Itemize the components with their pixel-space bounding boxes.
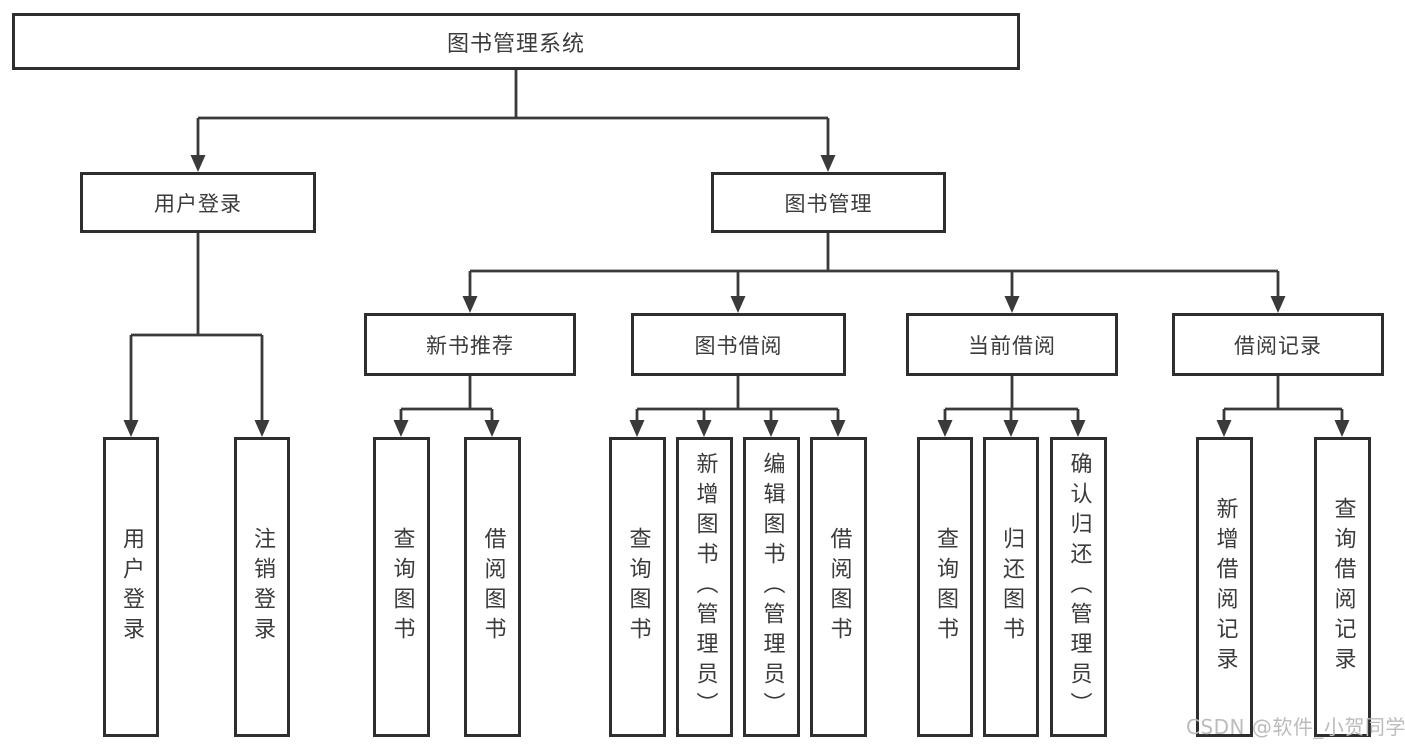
node-leaf-user-login: 用户登录 — [103, 437, 159, 737]
node-book-management: 图书管理 — [711, 172, 946, 233]
arrowhead — [1270, 296, 1286, 313]
connector-new-book-to-leaves — [393, 376, 500, 437]
node-leaf-query-borrow-record: 查询借阅记录 — [1314, 437, 1371, 737]
arrowhead — [696, 420, 712, 437]
node-leaf-edit-books-admin: 编辑图书（管理员） — [743, 437, 800, 737]
arrowhead — [123, 420, 139, 437]
connector-line — [468, 233, 1280, 298]
connector-line — [399, 376, 494, 423]
node-new-book-recommend: 新书推荐 — [364, 313, 576, 376]
connector-book-management-to-level3 — [462, 233, 1286, 313]
node-leaf-confirm-return-admin: 确认归还（管理员） — [1050, 437, 1107, 737]
node-book-borrow: 图书借阅 — [631, 313, 846, 376]
arrowhead — [393, 420, 409, 437]
node-current-borrow: 当前借阅 — [906, 313, 1118, 376]
connector-line — [196, 70, 830, 158]
arrowhead — [820, 155, 836, 172]
arrowhead — [937, 420, 953, 437]
arrowhead — [462, 296, 478, 313]
node-leaf-logout: 注销登录 — [234, 437, 290, 737]
node-leaf-return-books: 归还图书 — [983, 437, 1039, 737]
node-leaf-query-books-1: 查询图书 — [373, 437, 430, 737]
arrowhead — [629, 420, 645, 437]
node-leaf-add-books-admin: 新增图书（管理员） — [676, 437, 733, 737]
connector-user-login-to-leaves — [123, 233, 270, 437]
connector-current-borrow-to-leaves — [937, 376, 1086, 437]
arrowhead — [730, 296, 746, 313]
node-leaf-query-books-2: 查询图书 — [609, 437, 666, 737]
connector-borrow-records-to-leaves — [1216, 376, 1350, 437]
arrowhead — [1004, 296, 1020, 313]
connector-line — [943, 376, 1080, 423]
csdn-watermark: CSDN @软件_小贺同学 — [1186, 715, 1405, 739]
connector-line — [1222, 376, 1344, 423]
arrowhead — [763, 420, 779, 437]
arrowhead — [1334, 420, 1350, 437]
arrowhead — [190, 155, 206, 172]
connector-line — [129, 233, 264, 423]
arrowhead — [254, 420, 270, 437]
arrowhead — [1216, 420, 1232, 437]
node-leaf-borrow-books-2: 借阅图书 — [810, 437, 867, 737]
node-leaf-borrow-books-1: 借阅图书 — [464, 437, 521, 737]
node-root-system: 图书管理系统 — [12, 13, 1020, 70]
connector-line — [635, 376, 840, 423]
arrowhead — [1070, 420, 1086, 437]
node-user-login: 用户登录 — [80, 172, 316, 233]
node-borrow-records: 借阅记录 — [1172, 313, 1384, 376]
arrowhead — [1003, 420, 1019, 437]
connector-root-to-level2 — [190, 70, 836, 172]
arrowhead — [830, 420, 846, 437]
node-leaf-query-books-3: 查询图书 — [917, 437, 973, 737]
node-leaf-add-borrow-record: 新增借阅记录 — [1196, 437, 1253, 737]
arrowhead — [484, 420, 500, 437]
connector-book-borrow-to-leaves — [629, 376, 846, 437]
